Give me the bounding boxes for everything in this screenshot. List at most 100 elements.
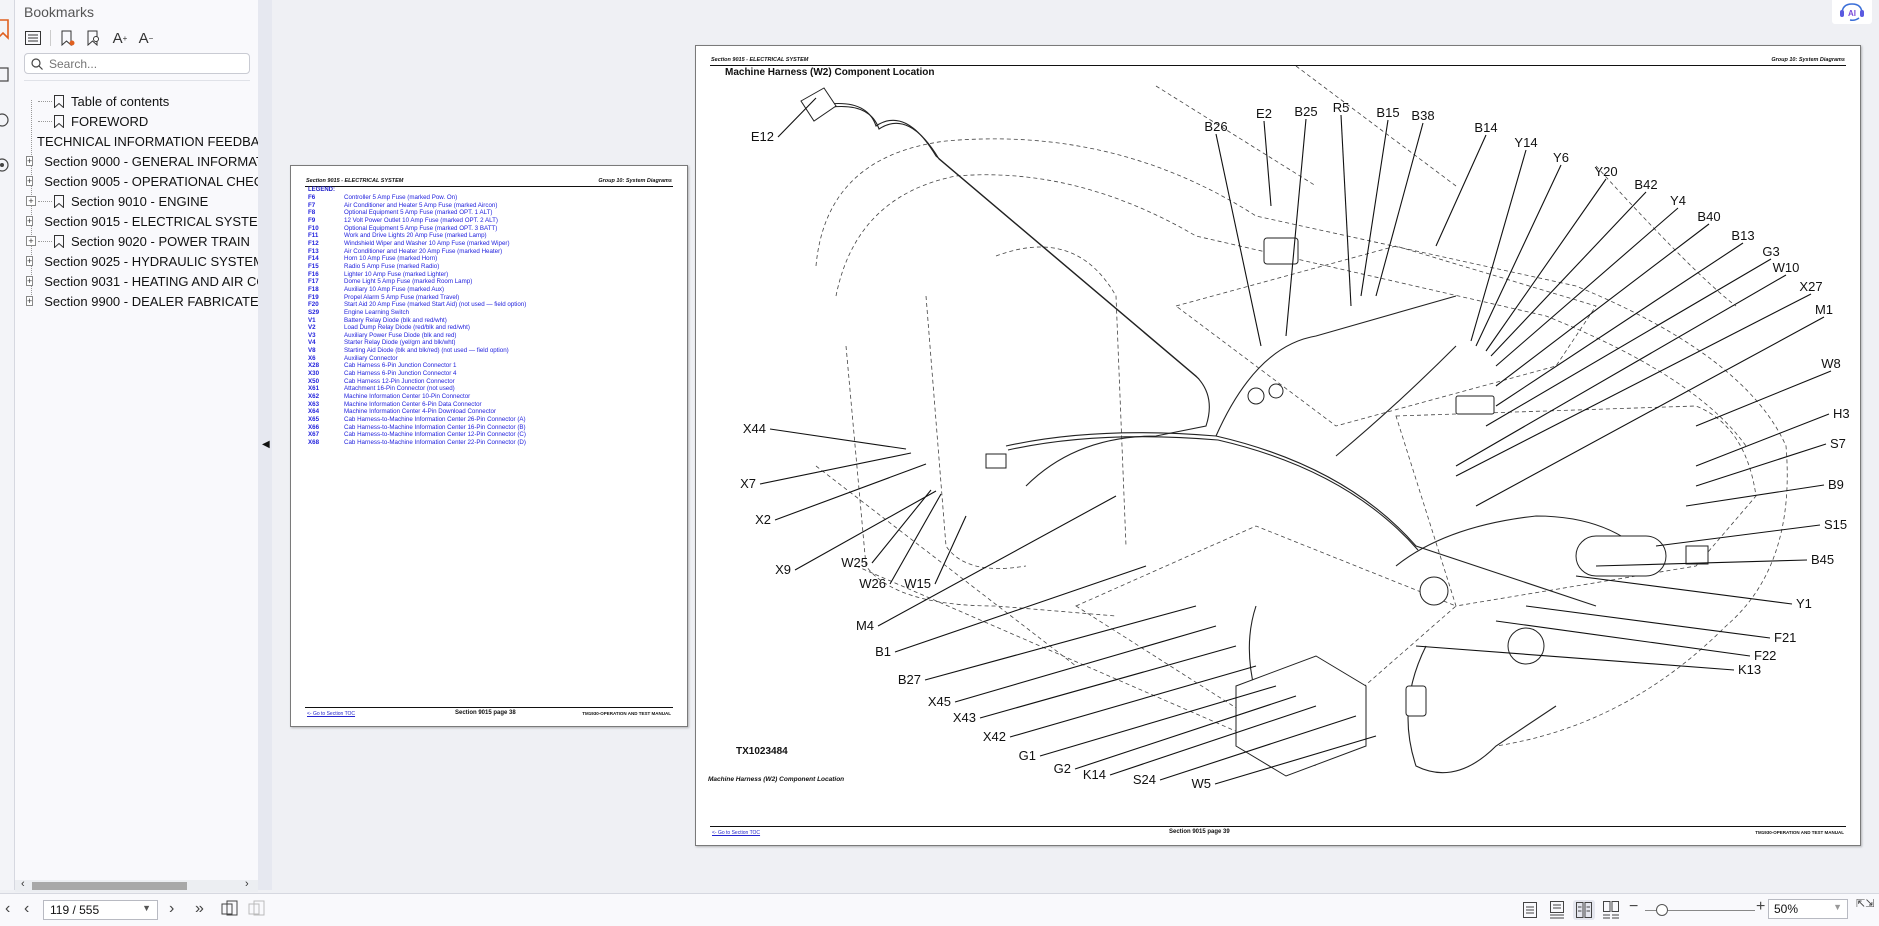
scroll-left-arrow[interactable]: ‹ [21, 878, 25, 890]
bookmarks-panel: Bookmarks A+ A− Table of contentsFOREWOR… [15, 0, 258, 890]
legend-description: Machine Information Center 4-Pin Downloa… [344, 408, 497, 416]
go-to-section-toc-link[interactable]: <- Go to Section TOC [307, 711, 356, 717]
callout-leader-line [1475, 164, 1562, 347]
last-page-button[interactable]: » [195, 900, 204, 917]
two-page-view-icon[interactable] [1573, 900, 1595, 920]
zoom-slider-track[interactable] [1645, 910, 1755, 911]
bookmark-item[interactable]: +Section 9031 - HEATING AND AIR CONDITIO… [24, 271, 258, 291]
panel-horizontal-scrollbar[interactable]: ‹ › [15, 878, 258, 892]
document-viewport: Section 9015 - ELECTRICAL SYSTEM Group 1… [272, 0, 1879, 890]
increase-font-icon[interactable]: A+ [112, 29, 128, 47]
bookmark-item[interactable]: +Section 9015 - ELECTRICAL SYSTEM [24, 211, 258, 231]
callout-label-w25: W25 [841, 555, 868, 570]
legend-code: F18 [308, 285, 319, 293]
expand-icon[interactable]: + [26, 216, 34, 226]
expand-icon[interactable]: + [26, 256, 34, 266]
collapse-panel-icon[interactable]: ◀ [262, 439, 270, 450]
bookmark-label: Section 9025 - HYDRAULIC SYSTEM [44, 253, 258, 269]
callout-label-b1: B1 [875, 644, 891, 659]
zoom-dropdown-icon[interactable]: ▼ [1833, 902, 1842, 912]
page-header-group: Group 10: System Diagrams [1771, 57, 1845, 63]
ai-assistant-button[interactable]: AI [1832, 0, 1872, 24]
go-to-section-toc-link[interactable]: <- Go to Section TOC [712, 830, 761, 836]
outline-list-icon[interactable] [24, 29, 42, 47]
legend-description: Machine Information Center 6-Pin Data Co… [344, 400, 482, 408]
page-dropdown-icon[interactable]: ▼ [142, 903, 151, 913]
pages-icon[interactable] [0, 64, 14, 86]
zoom-out-button[interactable]: − [1629, 898, 1639, 915]
component-x2 [985, 453, 1007, 469]
scrollbar-thumb[interactable] [32, 882, 187, 890]
callout-label-b38: B38 [1411, 108, 1434, 123]
previous-page-button[interactable]: ‹ [24, 900, 30, 917]
single-page-view-icon[interactable] [1519, 900, 1541, 920]
callout-leader-line [1695, 370, 1832, 427]
expand-icon[interactable]: + [26, 276, 34, 286]
bookmark-item[interactable]: +Section 9010 - ENGINE [24, 191, 258, 211]
continuous-view-icon[interactable] [1546, 900, 1568, 920]
bookmark-item[interactable]: +Section 9900 - DEALER FABRICATED TOOLS [24, 291, 258, 311]
panel-splitter[interactable] [258, 0, 272, 890]
callout-leader-line [1470, 149, 1527, 342]
comments-icon[interactable] [0, 155, 14, 177]
bookmark-search[interactable] [24, 53, 250, 74]
callout-label-k13: K13 [1738, 662, 1761, 677]
footer-rule [305, 707, 673, 708]
legend-code: X61 [308, 385, 320, 393]
callout-leader-line [769, 428, 907, 450]
first-page-button[interactable]: ‹ [5, 900, 11, 917]
zoom-in-button[interactable]: + [1756, 898, 1766, 915]
callout-label-x7: X7 [740, 476, 756, 491]
expand-icon[interactable]: + [26, 236, 36, 246]
decrease-font-icon[interactable]: A− [138, 29, 154, 47]
callout-leader-line [979, 645, 1237, 719]
page-number-input[interactable]: 119 / 555 ▼ [43, 900, 158, 920]
bookmark-panel-icon[interactable] [0, 18, 14, 40]
bookmark-item[interactable]: + Section 9025 - HYDRAULIC SYSTEM [24, 251, 258, 271]
callout-label-w8: W8 [1821, 356, 1841, 371]
expand-icon[interactable]: + [26, 296, 34, 306]
page-footer-number: Section 9015 page 38 [455, 710, 516, 716]
component-battery [1235, 655, 1367, 777]
legend-description: Attachment 16-Pin Connector (not used) [344, 385, 455, 393]
expand-icon[interactable]: + [26, 156, 34, 166]
bookmark-item[interactable]: +Section 9000 - GENERAL INFORMATION [24, 151, 258, 171]
zoom-slider-handle[interactable] [1655, 904, 1668, 916]
legend-code: F16 [308, 270, 319, 278]
bookmark-item[interactable]: Table of contents [24, 91, 258, 111]
search-annotations-icon[interactable] [0, 110, 14, 132]
two-page-continuous-view-icon[interactable] [1600, 900, 1622, 920]
expand-icon[interactable]: + [26, 196, 36, 206]
legend-code: F10 [308, 224, 319, 232]
ai-headset-icon: AI [1840, 3, 1864, 21]
next-view-icon[interactable] [248, 900, 266, 923]
add-bookmark-icon[interactable] [59, 29, 77, 47]
bookmark-search-input[interactable] [49, 56, 229, 71]
bookmark-label: Section 9020 - POWER TRAIN [71, 233, 250, 249]
zoom-level-select[interactable]: 50% ▼ [1768, 899, 1848, 919]
find-bookmark-icon[interactable] [85, 29, 103, 47]
expand-icon[interactable]: + [26, 176, 34, 186]
previous-view-icon[interactable] [221, 900, 239, 923]
bookmark-item[interactable]: + Section 9020 - POWER TRAIN [24, 231, 258, 251]
legend-code: F11 [308, 232, 319, 240]
next-page-button[interactable]: › [169, 900, 175, 917]
bookmark-item[interactable]: TECHNICAL INFORMATION FEEDBACK [24, 131, 258, 151]
bookmark-item[interactable]: FOREWORD [24, 111, 258, 131]
bookmark-item[interactable]: +Section 9005 - OPERATIONAL CHECKOUT [24, 171, 258, 191]
legend-description: Cab Harness-to-Machine Information Cente… [344, 416, 526, 424]
callout-leader-line [1495, 242, 1744, 407]
legend-description: Air Conditioner and Heater 20 Amp Fuse (… [344, 247, 503, 255]
legend-code: F14 [308, 255, 319, 263]
fullscreen-icon[interactable]: ⇱⇲ [1856, 898, 1875, 910]
callout-label-b27: B27 [898, 672, 921, 687]
scroll-right-arrow[interactable]: › [245, 878, 249, 890]
